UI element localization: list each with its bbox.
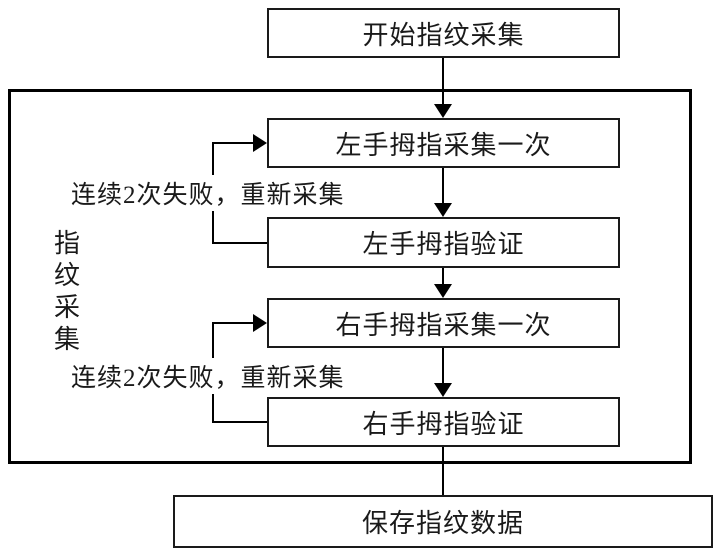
loop-left-retry-bottom-segment xyxy=(212,242,267,244)
node-left-thumb-collect-once: 左手拇指采集一次 xyxy=(267,118,620,168)
node-save-label: 保存指纹数据 xyxy=(361,509,524,538)
arrowhead-right-icon xyxy=(253,314,267,332)
node-save-fingerprint-data: 保存指纹数据 xyxy=(173,495,713,548)
arrowhead-down-icon xyxy=(434,284,452,298)
node-right-thumb-verify-label: 右手拇指验证 xyxy=(362,409,525,439)
node-left-thumb-collect-label: 左手拇指采集一次 xyxy=(335,130,552,160)
loop-right-retry-bottom-segment xyxy=(212,421,267,423)
arrowhead-down-icon xyxy=(434,203,452,217)
connector-right-collect-to-right-verify xyxy=(442,348,444,385)
node-left-thumb-verify: 左手拇指验证 xyxy=(267,217,620,268)
node-right-thumb-collect-label: 右手拇指采集一次 xyxy=(335,310,552,340)
connector-right-verify-to-save xyxy=(442,447,444,495)
node-right-thumb-verify: 右手拇指验证 xyxy=(267,397,620,447)
connector-left-verify-to-right-collect xyxy=(442,268,444,286)
node-start-label: 开始指纹采集 xyxy=(362,20,525,50)
retry-label-left-thumb: 连续2次失败，重新采集 xyxy=(68,175,348,211)
arrowhead-down-icon xyxy=(434,383,452,397)
node-left-thumb-verify-label: 左手拇指验证 xyxy=(362,230,525,259)
loop-left-retry-top-segment xyxy=(212,142,255,144)
node-start-fingerprint-collection: 开始指纹采集 xyxy=(267,8,620,58)
group-label-fingerprint-collection: 指纹采集 xyxy=(53,229,80,354)
loop-right-retry-top-segment xyxy=(212,322,255,324)
retry-label-right-thumb: 连续2次失败，重新采集 xyxy=(68,358,348,394)
group-fingerprint-collection-container xyxy=(8,89,692,464)
connector-left-collect-to-left-verify xyxy=(442,168,444,205)
connector-start-to-left-collect xyxy=(442,58,444,106)
arrowhead-right-icon xyxy=(253,134,267,152)
node-right-thumb-collect-once: 右手拇指采集一次 xyxy=(267,298,620,348)
arrowhead-down-icon xyxy=(434,104,452,118)
